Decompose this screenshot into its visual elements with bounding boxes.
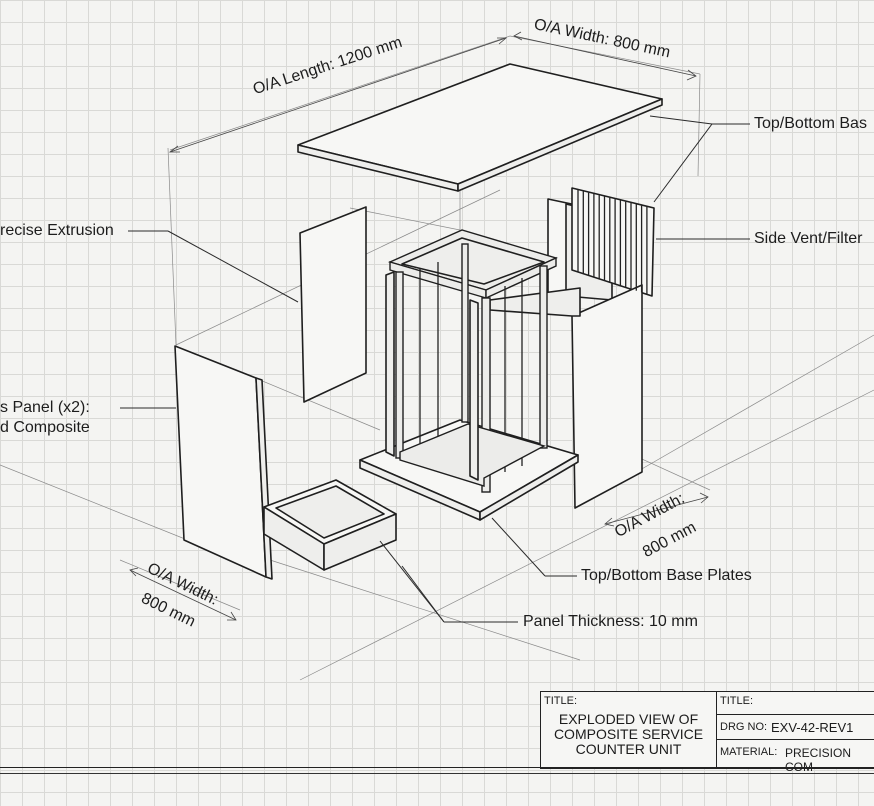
bottom-tray <box>263 479 397 571</box>
top-bottom-base-label-top: Top/Bottom Bas <box>754 115 867 132</box>
base-plate-edge-side <box>479 454 579 521</box>
title-row-right: TITLE: <box>717 692 874 715</box>
material-value: PRECISION COM <box>785 746 852 774</box>
material-key: MATERIAL: <box>720 746 778 758</box>
top-bottom-base-plates-label: Top/Bottom Base Plates <box>581 567 752 584</box>
panel-label-line2: d Composite <box>0 419 90 436</box>
drawing-number-key: DRG NO: <box>720 721 768 733</box>
title-key-right: TITLE: <box>720 695 754 707</box>
precise-extrusion-label: recise Extrusion <box>0 222 114 239</box>
drawing-number-value: EXV-42-REV1 <box>771 720 854 735</box>
drawing-number-row: DRG NO: EXV-42-REV1 <box>717 715 874 740</box>
leader-lines <box>120 115 750 623</box>
left-front-panel <box>174 345 267 578</box>
side-vent-filter <box>571 187 655 297</box>
right-side-panel-edge <box>489 287 581 317</box>
drawing-title: EXPLODED VIEW OF COMPOSITE SERVICE COUNT… <box>553 711 704 757</box>
dimension-lines <box>129 31 709 621</box>
border-line <box>0 767 874 768</box>
panel-thickness-label: Panel Thickness: 10 mm <box>523 613 698 630</box>
side-vent-filter-label: Side Vent/Filter <box>754 230 863 247</box>
material-row: MATERIAL: PRECISION COM <box>717 740 874 774</box>
title-key-left: TITLE: <box>544 695 578 707</box>
title-block-right: TITLE: DRG NO: EXV-42-REV1 MATERIAL: PRE… <box>717 692 874 774</box>
vent-slats <box>577 190 648 295</box>
panel-label-line1: s Panel (x2): <box>0 399 90 416</box>
top-plate-edge-side <box>457 98 663 192</box>
title-block: TITLE: EXPLODED VIEW OF COMPOSITE SERVIC… <box>540 691 874 774</box>
right-side-panel <box>571 284 643 509</box>
border-line-inner <box>0 773 874 774</box>
extrusion-frame <box>385 229 558 493</box>
extrusion-panel <box>299 206 367 403</box>
title-block-left: TITLE: EXPLODED VIEW OF COMPOSITE SERVIC… <box>541 692 717 768</box>
